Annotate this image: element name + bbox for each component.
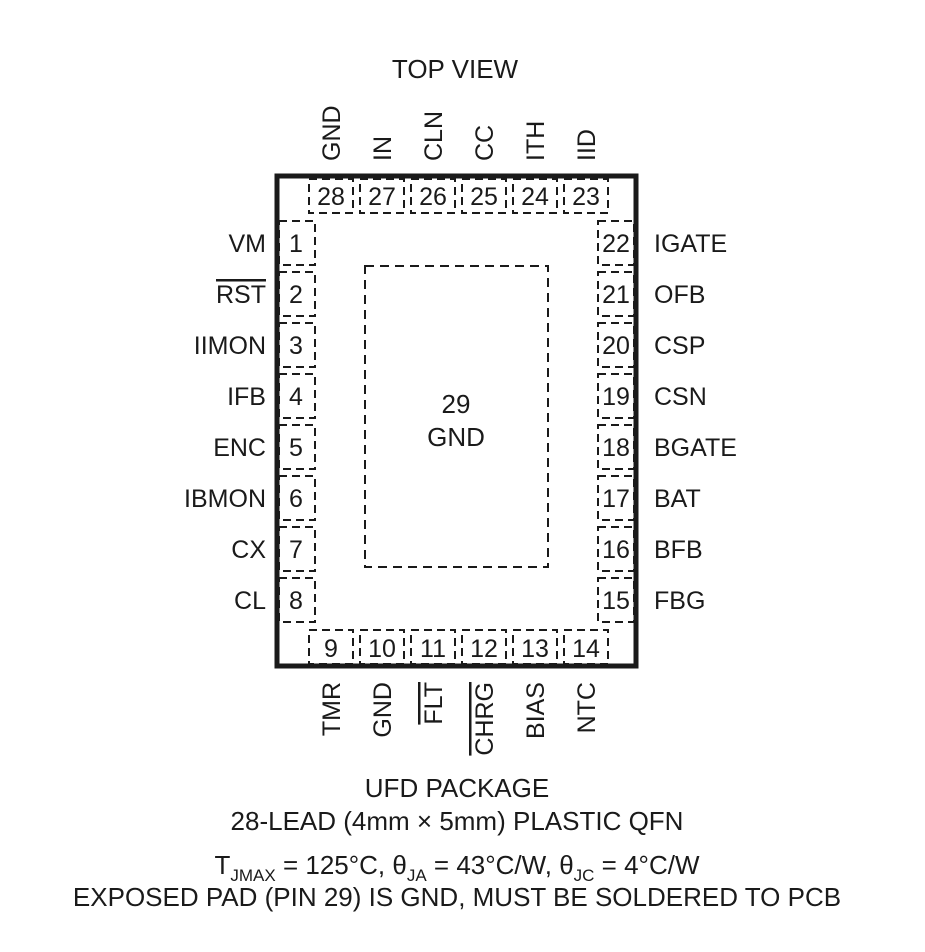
pin-number-22: 22 [602, 230, 630, 258]
pin-number-14: 14 [572, 635, 600, 663]
pin-number-1: 1 [289, 230, 303, 258]
pin-pad-left-1 [278, 271, 316, 317]
pin-name-24: ITH [522, 121, 550, 161]
pin-name-22: IGATE [654, 230, 727, 258]
pin-name-21: OFB [654, 281, 705, 309]
pin-pad-left-3 [278, 373, 316, 419]
pin-name-28: GND [318, 105, 346, 161]
pin-number-4: 4 [289, 383, 303, 411]
pin-pad-left-0 [278, 220, 316, 266]
pin-name-2: RST [216, 281, 266, 309]
pin-name-19: CSN [654, 383, 707, 411]
pin-name-20: CSP [654, 332, 705, 360]
pin-name-25: CC [471, 125, 499, 161]
tjmax-subscript: JMAX [230, 866, 275, 885]
pin-number-11: 11 [420, 635, 446, 663]
pin-name-27: IN [369, 136, 397, 161]
pin-pad-left-2 [278, 322, 316, 368]
pin-pad-right-0 [597, 220, 635, 266]
package-name: UFD PACKAGE [365, 773, 549, 803]
pin-name-14: NTC [573, 682, 601, 733]
pin-number-26: 26 [419, 183, 447, 211]
pin-name-18: BGATE [654, 434, 737, 462]
exposed-pad [364, 265, 549, 568]
pin-number-20: 20 [602, 332, 630, 360]
pin-name-5: ENC [213, 434, 266, 462]
pin-number-27: 27 [368, 183, 396, 211]
pin-name-23: IID [573, 129, 601, 161]
pin-name-3: IIMON [194, 332, 266, 360]
pin-name-17: BAT [654, 485, 701, 513]
pin-name-8: CL [234, 587, 266, 615]
pin-pad-left-4 [278, 424, 316, 470]
package-body [274, 173, 639, 669]
exposed-pad-note: EXPOSED PAD (PIN 29) IS GND, MUST BE SOL… [73, 882, 841, 912]
pin-name-15: FBG [654, 587, 705, 615]
pin-number-9: 9 [324, 635, 338, 663]
theta-ja-value: = 43°C/W, [427, 850, 560, 880]
pin-pad-left-7 [278, 577, 316, 623]
pin-pad-right-5 [597, 475, 635, 521]
pin-name-6: IBMON [184, 485, 266, 513]
package-description: 28-LEAD (4mm × 5mm) PLASTIC QFN [231, 806, 684, 836]
tjmax-symbol: T [215, 850, 231, 880]
pin-number-7: 7 [289, 536, 303, 564]
theta-jc-value: = 4°C/W [594, 850, 699, 880]
pin-pad-left-5 [278, 475, 316, 521]
pin-pad-right-7 [597, 577, 635, 623]
pin-name-16: BFB [654, 536, 703, 564]
pin-name-4: IFB [227, 383, 266, 411]
pin-number-28: 28 [317, 183, 345, 211]
theta-jc-symbol: θ [559, 850, 573, 880]
pin-pad-right-3 [597, 373, 635, 419]
pin-pad-left-6 [278, 526, 316, 572]
pin-number-5: 5 [289, 434, 303, 462]
thermal-specs: TJMAX = 125°C, θJA = 43°C/W, θJC = 4°C/W [215, 850, 700, 885]
pin-name-26: CLN [420, 111, 448, 161]
pin-number-10: 10 [368, 635, 396, 663]
pin-number-3: 3 [289, 332, 303, 360]
pin-number-15: 15 [602, 587, 630, 615]
pin-number-13: 13 [521, 635, 549, 663]
exposed-pad-number: 29 [442, 389, 471, 419]
pin-name-1: VM [229, 230, 267, 258]
pin-number-2: 2 [289, 281, 303, 309]
pin-number-8: 8 [289, 587, 303, 615]
theta-ja-symbol: θ [392, 850, 406, 880]
pin-name-12: CHRG [471, 682, 499, 756]
pin-number-25: 25 [470, 183, 498, 211]
theta-ja-subscript: JA [407, 866, 428, 885]
top-view-label: TOP VIEW [392, 54, 519, 84]
pin-pad-right-6 [597, 526, 635, 572]
pin-number-12: 12 [470, 635, 498, 663]
pin-name-13: BIAS [522, 682, 550, 739]
pin-number-18: 18 [602, 434, 630, 462]
pin-name-10: GND [369, 682, 397, 738]
pin-pad-right-4 [597, 424, 635, 470]
pin-number-23: 23 [572, 183, 600, 211]
pin-pad-right-2 [597, 322, 635, 368]
pin-number-21: 21 [602, 281, 630, 309]
pin-pad-right-1 [597, 271, 635, 317]
pin-name-7: CX [231, 536, 266, 564]
pin-number-19: 19 [602, 383, 630, 411]
exposed-pad-name: GND [427, 422, 485, 452]
pin-number-24: 24 [521, 183, 549, 211]
pin-name-9: TMR [318, 682, 346, 736]
pin-number-17: 17 [602, 485, 630, 513]
theta-jc-subscript: JC [574, 866, 595, 885]
tjmax-value: = 125°C, [276, 850, 393, 880]
pin-number-6: 6 [289, 485, 303, 513]
pin-number-16: 16 [602, 536, 630, 564]
pin-name-11: FLT [420, 682, 448, 725]
pin-group: 1 VM 2 RST 3 IIMON 4 IFB 5 ENC 6 IBMON 7 CX 8 CL 22 IGATE… [184, 105, 737, 755]
